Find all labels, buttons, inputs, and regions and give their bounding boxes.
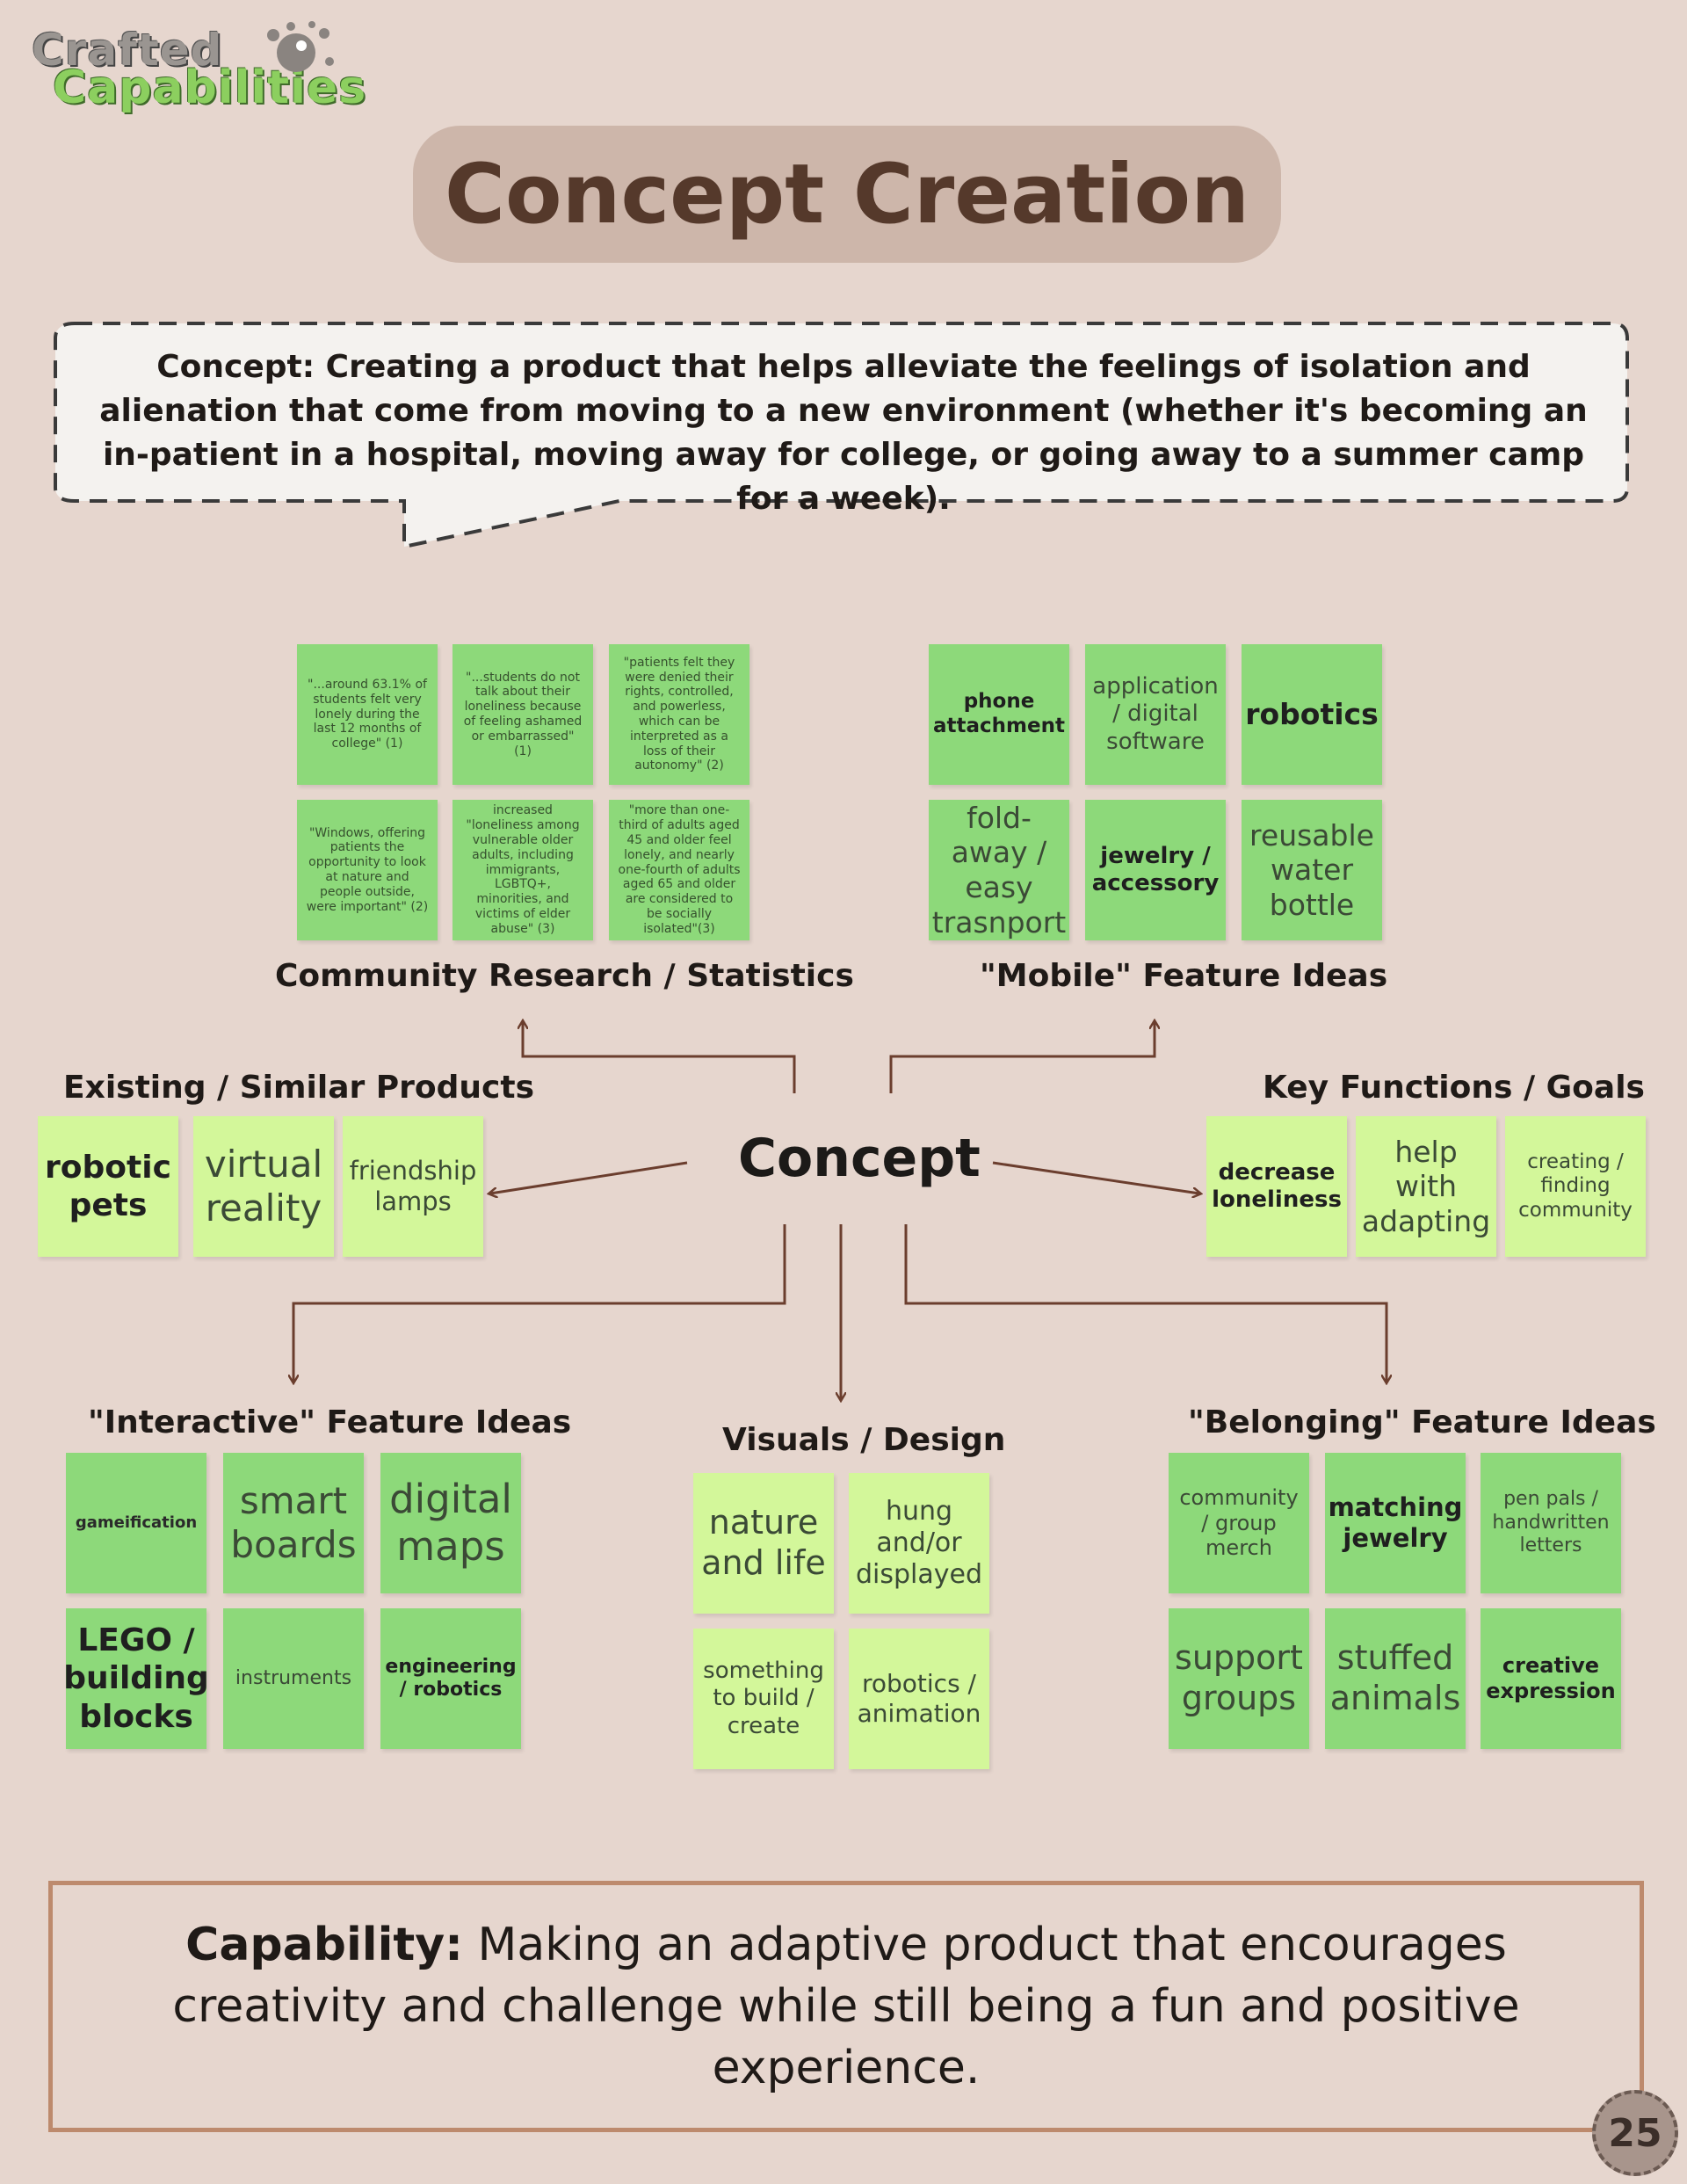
page-number-badge: 25 — [1592, 2090, 1678, 2176]
visuals-section-title: Visuals / Design — [722, 1422, 1006, 1458]
research-note-6: "more than one-third of adults aged 45 a… — [609, 800, 749, 940]
logo-line-1: Crafted — [32, 25, 223, 76]
belonging-note-5: stuffed animals — [1325, 1608, 1466, 1749]
interactive-note-3: digital maps — [380, 1453, 521, 1593]
arrow-to-interactive — [293, 1224, 786, 1382]
concept-statement: Concept: Creating a product that helps a… — [99, 349, 1588, 517]
belonging-section-title: "Belonging" Feature Ideas — [1188, 1404, 1656, 1440]
research-section-title: Community Research / Statistics — [275, 958, 854, 994]
paint-splat-icon — [267, 21, 334, 72]
interactive-note-5: instruments — [223, 1608, 364, 1749]
belonging-note-4: support groups — [1169, 1608, 1309, 1749]
mobile-note-2: application / digital software — [1085, 644, 1226, 785]
mobile-note-1: phone attachment — [929, 644, 1069, 785]
crafted-capabilities-logo: Crafted Capabilities — [26, 16, 366, 121]
arrow-to-mobile — [889, 1022, 1155, 1093]
belonging-note-1: community / group merch — [1169, 1453, 1309, 1593]
arrow-to-belonging — [904, 1224, 1387, 1382]
capability-box: Capability: Making an adaptive product t… — [48, 1881, 1644, 2132]
visuals-note-1: nature and life — [693, 1473, 834, 1614]
visuals-note-3: something to build / create — [693, 1629, 834, 1769]
arrow-to-goals — [992, 1161, 1199, 1194]
research-note-3: "patients felt they were denied their ri… — [609, 644, 749, 785]
visuals-note-2: hung and/or displayed — [849, 1473, 989, 1614]
mobile-note-6: reusable water bottle — [1242, 800, 1382, 940]
research-note-2: "...students do not talk about their lon… — [453, 644, 593, 785]
belonging-note-2: matching jewelry — [1325, 1453, 1466, 1593]
goals-note-1: decrease loneliness — [1206, 1116, 1347, 1257]
visuals-note-4: robotics / animation — [849, 1629, 989, 1769]
mobile-note-5: jewelry / accessory — [1085, 800, 1226, 940]
logo-line-2: Capabilities — [53, 62, 367, 114]
existing-note-2: virtual reality — [193, 1116, 334, 1257]
mobile-note-3: robotics — [1242, 644, 1382, 785]
research-note-1: "...around 63.1% of students felt very l… — [297, 644, 438, 785]
interactive-note-6: engineering / robotics — [380, 1608, 521, 1749]
existing-note-3: friendship lamps — [343, 1116, 483, 1257]
capability-text: Making an adaptive product that encourag… — [172, 1919, 1520, 2094]
existing-note-1: robotic pets — [38, 1116, 178, 1257]
belonging-note-3: pen pals / handwritten letters — [1481, 1453, 1621, 1593]
goals-section-title: Key Functions / Goals — [1263, 1070, 1645, 1106]
page-title: Concept Creation — [444, 146, 1250, 243]
goals-note-2: help with adapting — [1356, 1116, 1496, 1257]
research-note-4: "Windows, offering patients the opportun… — [297, 800, 438, 940]
page-title-banner: Concept Creation — [413, 126, 1281, 263]
capability-statement: Capability: Making an adaptive product t… — [99, 1914, 1593, 2099]
mobile-note-4: fold-away / easy trasnport — [929, 800, 1069, 940]
belonging-note-6: creative expression — [1481, 1608, 1621, 1749]
concept-speech-bubble — [54, 322, 1629, 549]
existing-section-title: Existing / Similar Products — [63, 1070, 535, 1106]
arrow-to-existing — [490, 1161, 688, 1194]
interactive-note-4: LEGO / building blocks — [63, 1608, 209, 1749]
capability-label: Capability: — [185, 1919, 463, 1971]
arrow-to-research — [523, 1022, 796, 1093]
mobile-section-title: "Mobile" Feature Ideas — [980, 958, 1388, 994]
interactive-note-2: smart boards — [223, 1453, 364, 1593]
concept-center-label: Concept — [738, 1128, 981, 1189]
interactive-note-1: gameification — [66, 1453, 206, 1593]
interactive-section-title: "Interactive" Feature Ideas — [88, 1404, 572, 1440]
goals-note-3: creating / finding community — [1505, 1116, 1646, 1257]
research-note-5: increased "loneliness among vulnerable o… — [453, 800, 593, 940]
